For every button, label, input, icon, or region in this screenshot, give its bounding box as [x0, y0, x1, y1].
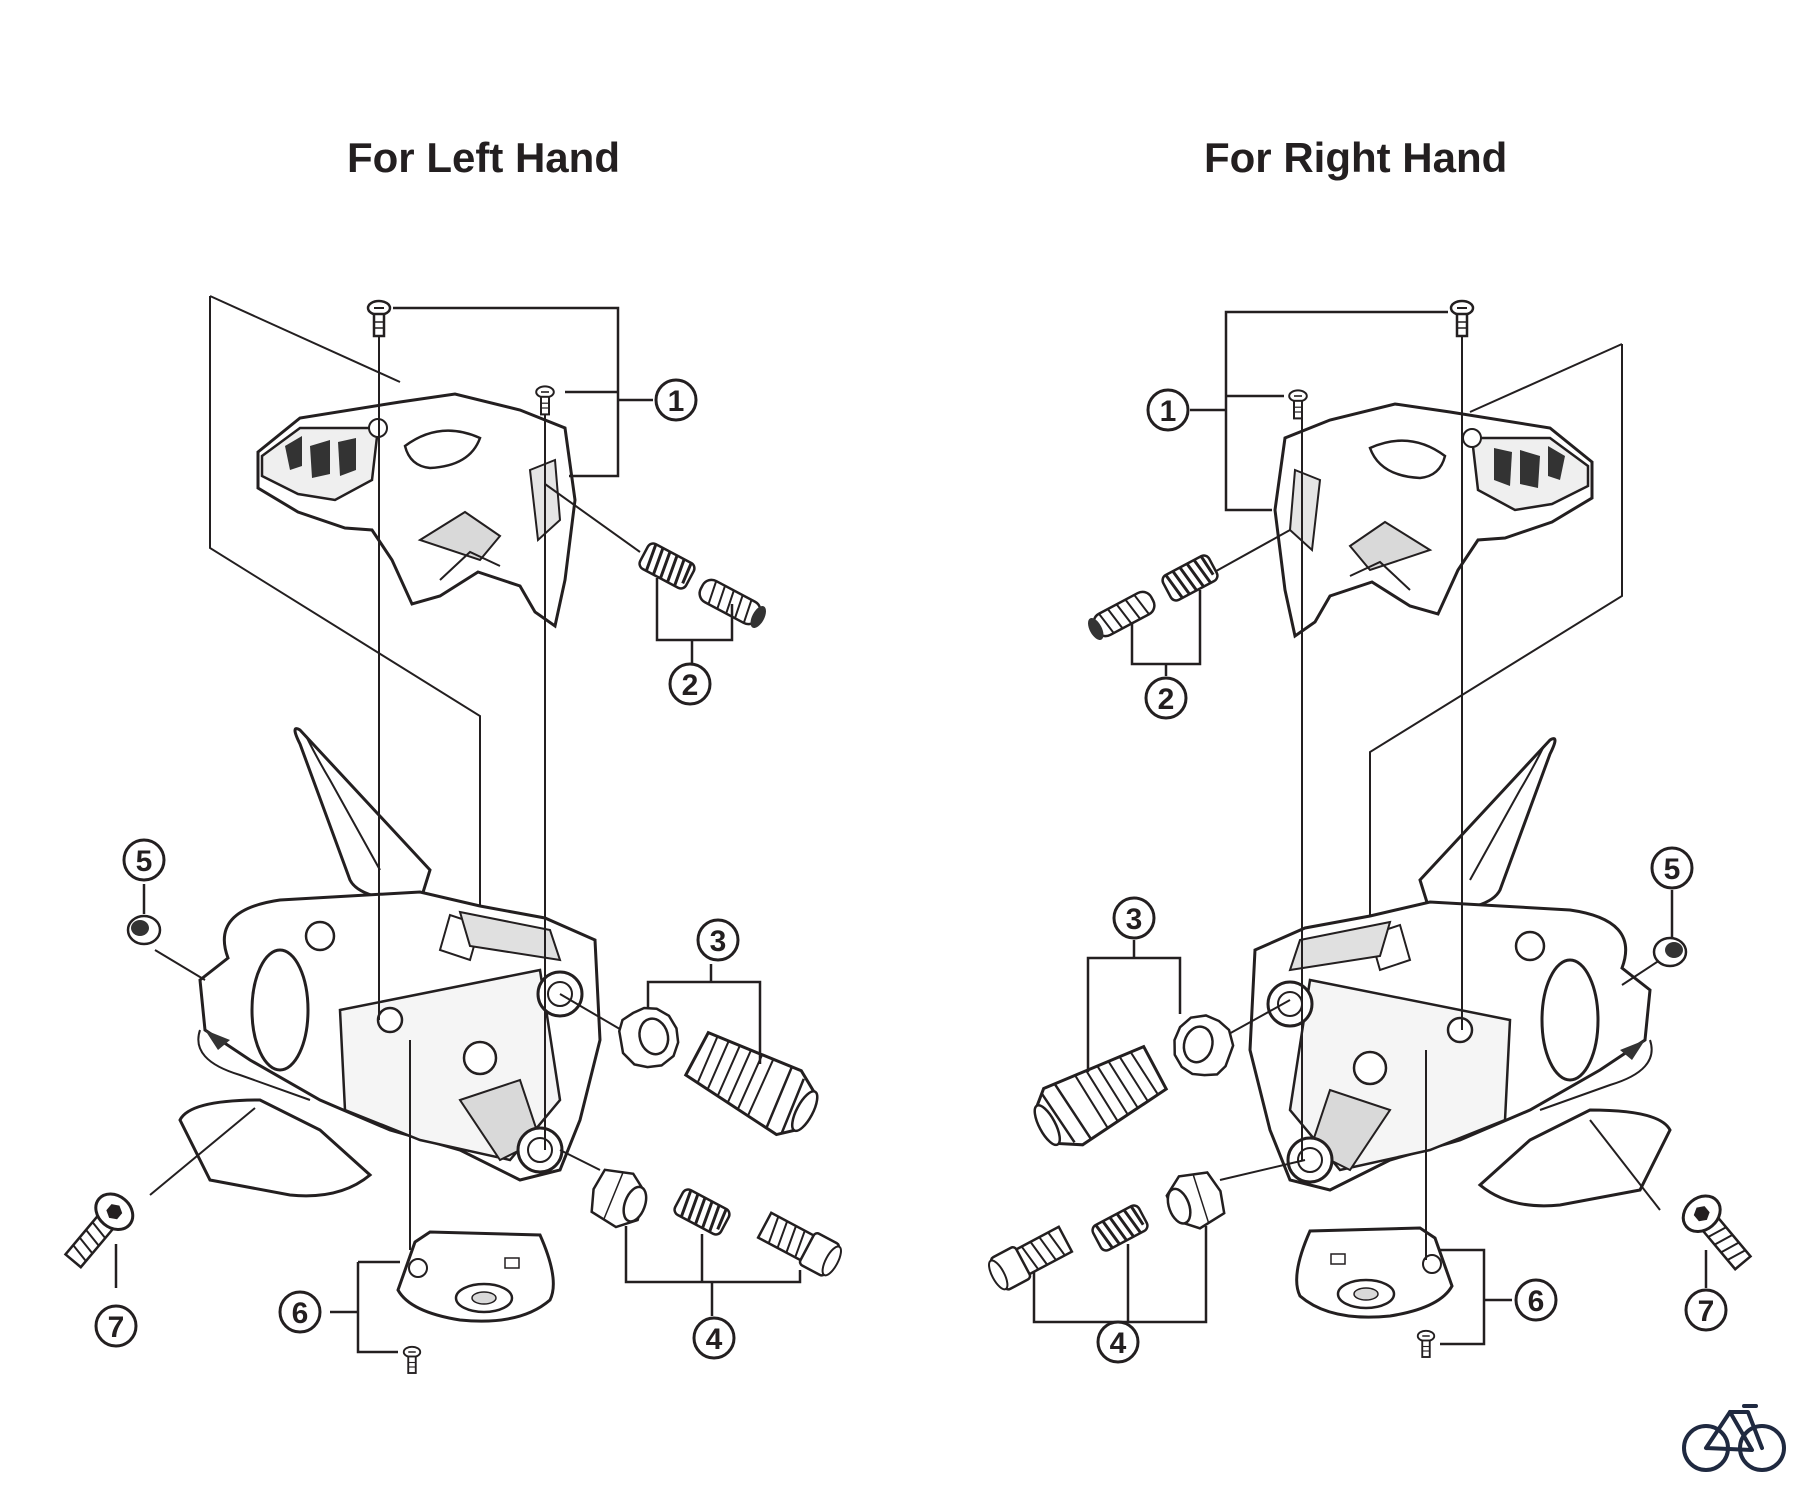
right-callout-2: 2	[1144, 676, 1188, 720]
right-spring-2	[1158, 551, 1222, 605]
left-barrel-adjuster	[679, 1022, 830, 1147]
bicycle-icon	[1682, 1404, 1786, 1472]
right-cap-bolt	[1674, 1187, 1760, 1278]
svg-text:7: 7	[1698, 1295, 1715, 1328]
left-spring-4	[670, 1185, 734, 1239]
left-callout-leaders	[114, 306, 802, 1354]
left-hex-cap	[582, 1161, 656, 1236]
left-alignment-lines	[149, 330, 641, 1250]
left-callout-5: 5	[122, 838, 166, 882]
left-screw-long	[366, 299, 392, 338]
svg-text:7: 7	[108, 1311, 125, 1344]
right-callout-3: 3	[1112, 896, 1156, 940]
left-callout-1: 1	[654, 378, 698, 422]
right-spring-4	[1088, 1201, 1152, 1255]
left-hand-assembly: 1 2 3 4 5 6 7	[56, 295, 847, 1374]
svg-text:2: 2	[682, 669, 699, 702]
left-screw-small	[402, 1345, 422, 1374]
right-callout-7: 7	[1684, 1288, 1728, 1332]
svg-text:3: 3	[1126, 903, 1143, 936]
left-callout-2: 2	[668, 662, 712, 706]
left-hex-bolt	[754, 1208, 847, 1281]
svg-text:1: 1	[1160, 395, 1177, 428]
right-callout-6: 6	[1514, 1278, 1558, 1322]
svg-text:6: 6	[292, 1297, 309, 1330]
title-right-hand: For Right Hand	[1204, 134, 1508, 181]
left-guide-lines	[209, 295, 481, 1000]
svg-text:2: 2	[1158, 683, 1175, 716]
right-bolt-2	[1083, 587, 1160, 644]
svg-text:6: 6	[1528, 1285, 1545, 1318]
left-shifter-body	[178, 727, 602, 1198]
left-callout-4: 4	[692, 1316, 736, 1360]
svg-text:5: 5	[1664, 853, 1681, 886]
right-callout-leaders	[1032, 310, 1708, 1346]
left-screw-short	[535, 385, 555, 416]
right-bottom-plate	[1295, 1226, 1454, 1319]
left-plug	[126, 914, 162, 946]
svg-text:1: 1	[668, 385, 685, 418]
svg-text:4: 4	[706, 1323, 723, 1356]
right-hex-cap	[1158, 1163, 1232, 1238]
right-guide-lines	[1369, 343, 1623, 1000]
right-screw-short	[1288, 389, 1308, 420]
left-adjuster-nut	[611, 1000, 686, 1076]
title-left-hand: For Left Hand	[347, 134, 620, 181]
left-spring-2	[635, 539, 699, 593]
left-bottom-plate	[396, 1230, 555, 1323]
right-barrel-adjuster	[1022, 1036, 1173, 1161]
right-alignment-lines	[1199, 330, 1661, 1260]
left-cap-bolt	[56, 1185, 142, 1276]
right-screw-long	[1449, 299, 1475, 338]
right-plug	[1652, 936, 1688, 968]
right-shifter-body	[1248, 737, 1672, 1208]
right-adjuster-nut	[1166, 1008, 1241, 1084]
right-callout-1: 1	[1146, 388, 1190, 432]
right-hand-assembly: 1 2 3 4 5 6 7	[983, 299, 1760, 1364]
svg-text:4: 4	[1110, 1327, 1127, 1360]
svg-text:3: 3	[710, 925, 727, 958]
right-hex-bolt	[983, 1222, 1076, 1295]
right-callout-4: 4	[1096, 1320, 1140, 1364]
right-callout-5: 5	[1650, 846, 1694, 890]
right-screw-small	[1416, 1329, 1436, 1358]
right-shifter-cover	[1273, 402, 1594, 638]
left-shifter-cover	[256, 392, 577, 628]
left-callout-7: 7	[94, 1304, 138, 1348]
right-mirrored-parts	[1199, 330, 1672, 1319]
left-callout-6: 6	[278, 1290, 322, 1334]
svg-text:5: 5	[136, 845, 153, 878]
left-callout-3: 3	[696, 918, 740, 962]
